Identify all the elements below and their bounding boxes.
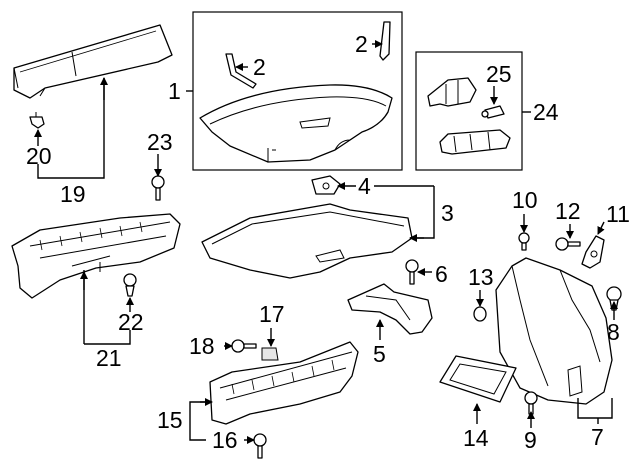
- callout-12: 12: [555, 198, 581, 224]
- callout-7: 7: [591, 424, 604, 450]
- cover-clip-20: [29, 112, 45, 129]
- callout-16: 16: [212, 427, 238, 453]
- callout-11: 11: [606, 201, 630, 227]
- rear-lower-trim-panel: [209, 341, 359, 425]
- bracket-11: [581, 235, 605, 269]
- callout-3: 3: [441, 200, 454, 226]
- leader-15: [189, 401, 206, 441]
- callout-1: 1: [168, 78, 181, 104]
- callout-6: 6: [435, 261, 448, 287]
- callout-15: 15: [157, 407, 183, 433]
- screw-12: [555, 237, 581, 251]
- luggage-deck-board: [201, 203, 413, 279]
- deck-side-bracket: [347, 283, 433, 335]
- callout-23: 23: [147, 129, 173, 155]
- callout-17: 17: [259, 301, 285, 327]
- tray-bracket-right: [379, 21, 391, 61]
- leader-11: [597, 221, 605, 235]
- tonneau-holder: [427, 77, 477, 107]
- holder-pin-25: [481, 105, 505, 119]
- callout-5: 5: [373, 341, 386, 367]
- callout-13: 13: [468, 264, 494, 290]
- callout-9: 9: [524, 427, 537, 453]
- clip-10: [518, 232, 530, 251]
- washer-13: [473, 306, 487, 322]
- callout-21: 21: [96, 345, 122, 371]
- screw-6: [405, 259, 419, 285]
- screw-18: [231, 339, 257, 353]
- callout-25: 25: [486, 61, 512, 87]
- callout-22: 22: [118, 309, 144, 335]
- callout-19: 19: [60, 181, 86, 207]
- callout-14: 14: [463, 425, 489, 451]
- screw-16: [253, 433, 267, 459]
- callout-18: 18: [189, 333, 215, 359]
- rear-cover-panel: [13, 24, 173, 99]
- clip-17: [261, 347, 279, 361]
- clip-4: [311, 175, 341, 195]
- callout-8: 8: [607, 319, 620, 345]
- clip-22: [123, 273, 137, 297]
- quarter-trim-panel: [495, 257, 613, 405]
- leader-19: [37, 78, 105, 179]
- callout-2a: 2: [253, 54, 266, 80]
- callout-24: 24: [533, 99, 559, 125]
- callout-10: 10: [512, 187, 538, 213]
- tray-bracket-left: [225, 53, 257, 89]
- callout-4: 4: [358, 173, 371, 199]
- callout-20: 20: [26, 143, 52, 169]
- rear-sill-trim-panel: [11, 213, 181, 299]
- hardware-inset-frame: [415, 51, 523, 171]
- clip-9: [524, 391, 538, 415]
- access-cover-frame: [439, 355, 517, 403]
- callout-2b: 2: [355, 31, 368, 57]
- leader-3: [410, 186, 435, 239]
- leader-7: [577, 398, 613, 424]
- tonneau-holder-lower: [439, 129, 511, 155]
- screw-23: [151, 175, 165, 201]
- package-tray-trim: [199, 84, 393, 163]
